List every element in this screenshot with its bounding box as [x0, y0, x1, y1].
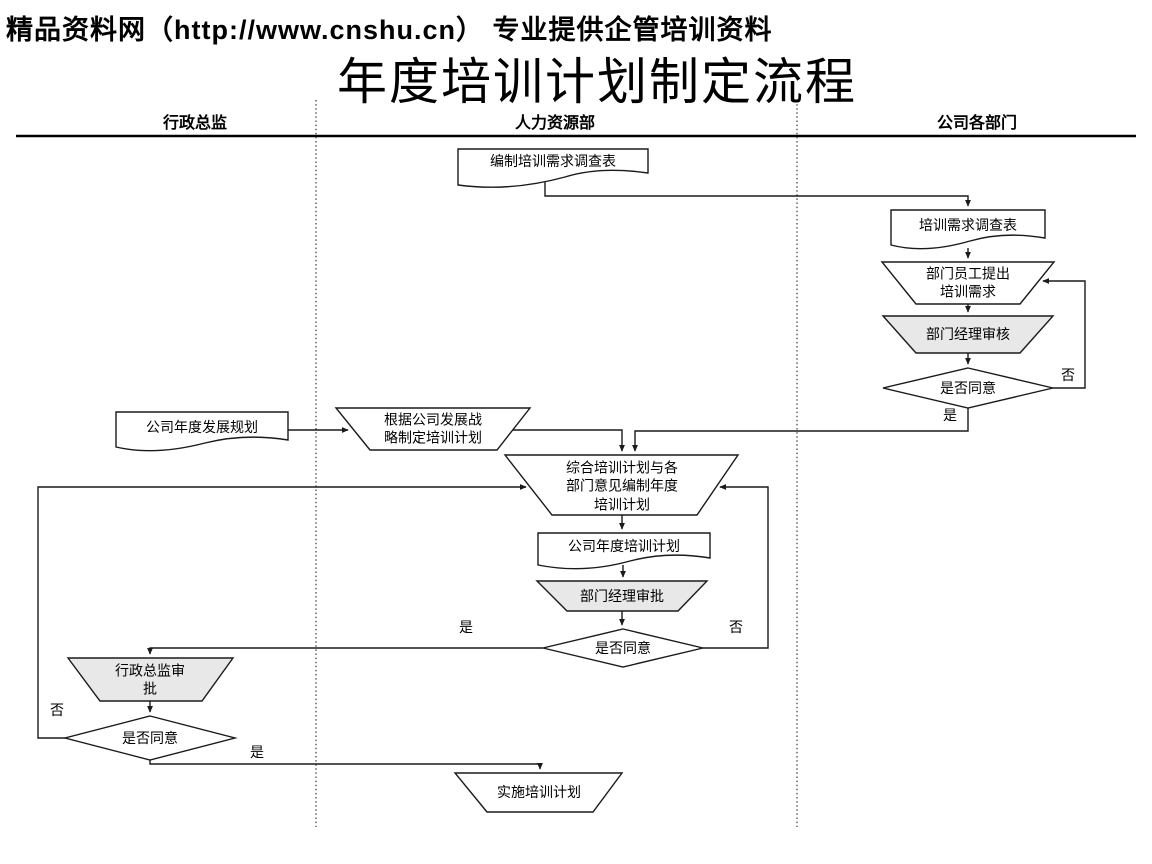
edge-create-to-survey — [544, 182, 971, 207]
node-implement-plan-shape — [453, 772, 624, 813]
node-company-plan-doc-shape — [115, 411, 289, 452]
node-annual-plan-doc-shape — [537, 532, 711, 570]
edge-label-dept-agree-no: 否 — [1061, 367, 1075, 383]
edge-plan-agree-no — [703, 484, 769, 649]
node-combine-plan-label: 综合培训计划与各 部门意见编制年度 培训计划 — [566, 459, 678, 513]
flow-connectors — [37, 182, 1086, 770]
edge-strategy-to-combine — [513, 429, 625, 452]
edge-director-agree-yes — [149, 760, 543, 770]
edge-plan-agree-yes — [147, 647, 543, 655]
node-dept-agree-shape — [882, 367, 1054, 409]
edge-label-director-agree-no: 否 — [50, 702, 64, 718]
edge-director-agree-no — [37, 484, 527, 739]
node-survey-form-shape — [890, 209, 1046, 250]
node-dept-manager-review-label: 部门经理审核 — [926, 325, 1010, 342]
edge-dept-agree-no — [1042, 278, 1086, 389]
site-banner: 精品资料网（http://www.cnshu.cn） 专业提供企管培训资料 — [6, 15, 773, 45]
node-create-survey-label: 编制培训需求调查表 — [490, 152, 616, 169]
lane-header-hr-dept: 人力资源部 — [514, 115, 596, 132]
flow-shapes — [62, 148, 1056, 813]
node-combine-plan-shape — [503, 454, 740, 516]
node-dept-manager-approve-label: 部门经理审批 — [580, 587, 664, 604]
node-director-agree-shape — [62, 715, 238, 761]
node-plan-agree-shape — [542, 628, 704, 668]
node-annual-plan-doc-label: 公司年度培训计划 — [568, 537, 680, 554]
node-dept-agree-label: 是否同意 — [940, 379, 996, 396]
lane-header-admin-director: 行政总监 — [162, 115, 228, 132]
node-survey-form-label: 培训需求调查表 — [919, 216, 1017, 233]
edge-label-plan-agree-yes: 是 — [459, 619, 473, 635]
node-strategy-plan-label: 根据公司发展战 略制定培训计划 — [384, 411, 482, 446]
edge-label-plan-agree-no: 否 — [729, 619, 743, 635]
node-implement-plan-label: 实施培训计划 — [497, 783, 581, 800]
edge-label-dept-agree-yes: 是 — [943, 407, 957, 423]
lane-header-all-depts: 公司各部门 — [936, 115, 1018, 132]
node-employee-needs-shape — [880, 261, 1056, 305]
node-director-approve-label: 行政总监审 批 — [115, 662, 185, 697]
edge-dept-agree-yes — [632, 408, 969, 452]
node-director-agree-label: 是否同意 — [122, 729, 178, 746]
node-employee-needs-label: 部门员工提出 培训需求 — [926, 265, 1010, 300]
node-director-approve-shape — [66, 657, 235, 702]
node-company-plan-doc-label: 公司年度发展规划 — [146, 418, 258, 435]
page-title: 年度培训计划制定流程 — [337, 54, 857, 110]
node-create-survey-shape — [457, 148, 649, 188]
edge-label-director-agree-yes: 是 — [250, 744, 264, 760]
node-plan-agree-label: 是否同意 — [595, 639, 651, 656]
node-dept-manager-approve-shape — [535, 580, 709, 612]
node-strategy-plan-shape — [334, 407, 532, 451]
node-dept-manager-review-shape — [881, 315, 1055, 354]
